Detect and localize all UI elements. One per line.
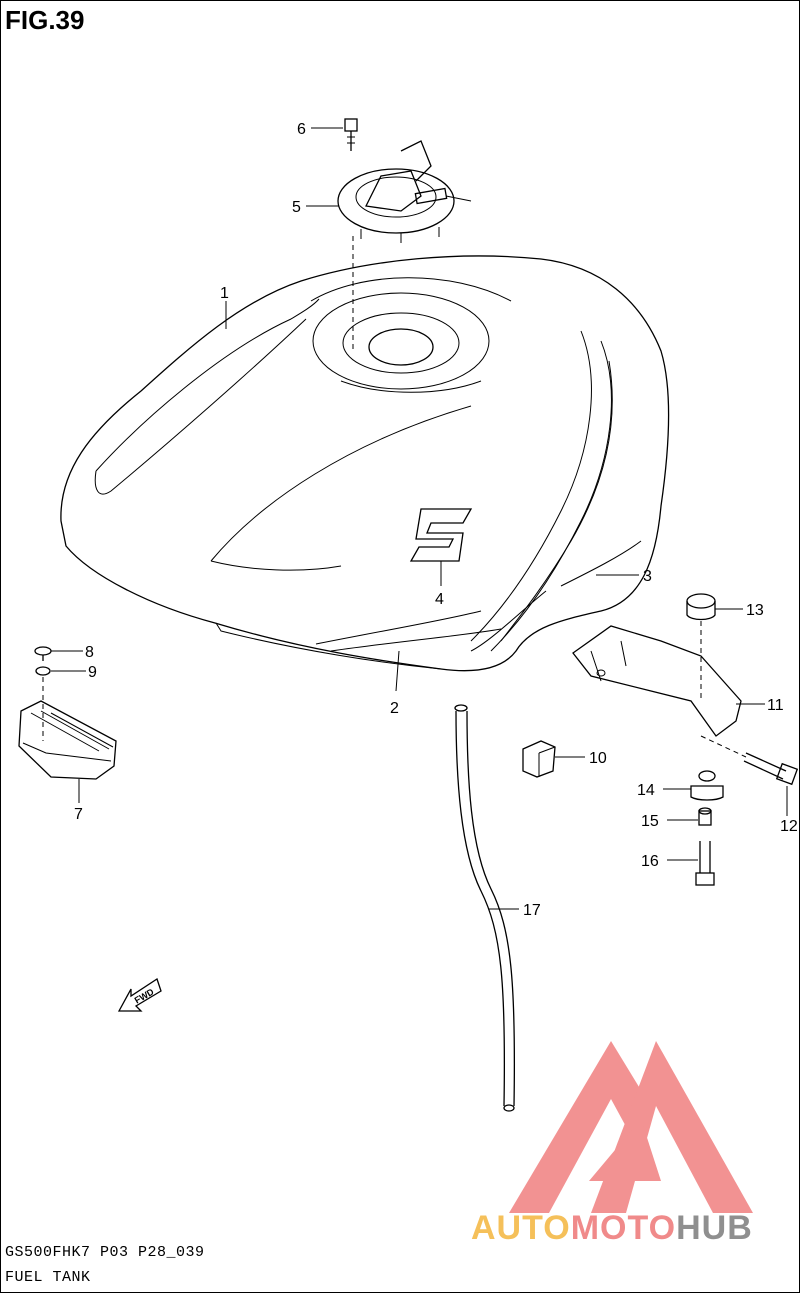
tank-bracket [572,621,742,737]
watermark-hub: HUB [676,1209,753,1247]
callout-12: 12 [780,818,798,835]
washer [35,666,51,741]
screw [344,118,358,151]
nut [686,593,716,621]
bolt [700,735,799,786]
diagram-caption: FUEL TANK [5,1269,91,1286]
watermark-auto: AUTO [471,1209,571,1247]
grommet [690,770,724,801]
callout-16: 16 [641,853,659,870]
watermark-moto: MOTO [570,1209,677,1247]
leader-lines [51,127,788,910]
fwd-label: FWD [133,986,156,1005]
rubber-block [522,740,556,778]
callout-4: 4 [435,591,444,608]
fuel-cap [337,140,472,351]
bolt-long [695,841,715,886]
callout-15: 15 [641,813,659,830]
watermark-logo [509,1041,753,1213]
callout-5: 5 [292,199,301,216]
callout-10: 10 [589,750,607,767]
callout-7: 7 [74,806,83,823]
forward-arrow-icon: FWD [117,977,162,1012]
tank-cushion [18,700,117,780]
callout-1: 1 [220,285,229,302]
callout-3: 3 [643,568,652,585]
callout-17: 17 [523,902,541,919]
callout-8: 8 [85,644,94,661]
callout-2: 2 [390,700,399,717]
callout-13: 13 [746,602,764,619]
watermark-text: AUTOMOTOHUB [471,1209,753,1248]
callout-14: 14 [637,782,655,799]
callout-11: 11 [767,697,784,714]
figure-title: FIG.39 [5,5,85,35]
breather-hose [454,704,516,1112]
callout-labels: 1 2 3 4 5 6 7 8 9 10 11 12 13 14 15 16 1… [74,121,798,919]
fuel-tank [60,255,670,672]
screw-small [34,646,52,661]
callout-6: 6 [297,121,306,138]
collar [698,807,712,826]
diagram-code: GS500FHK7 P03 P28_039 [5,1244,205,1261]
callout-9: 9 [88,664,97,681]
